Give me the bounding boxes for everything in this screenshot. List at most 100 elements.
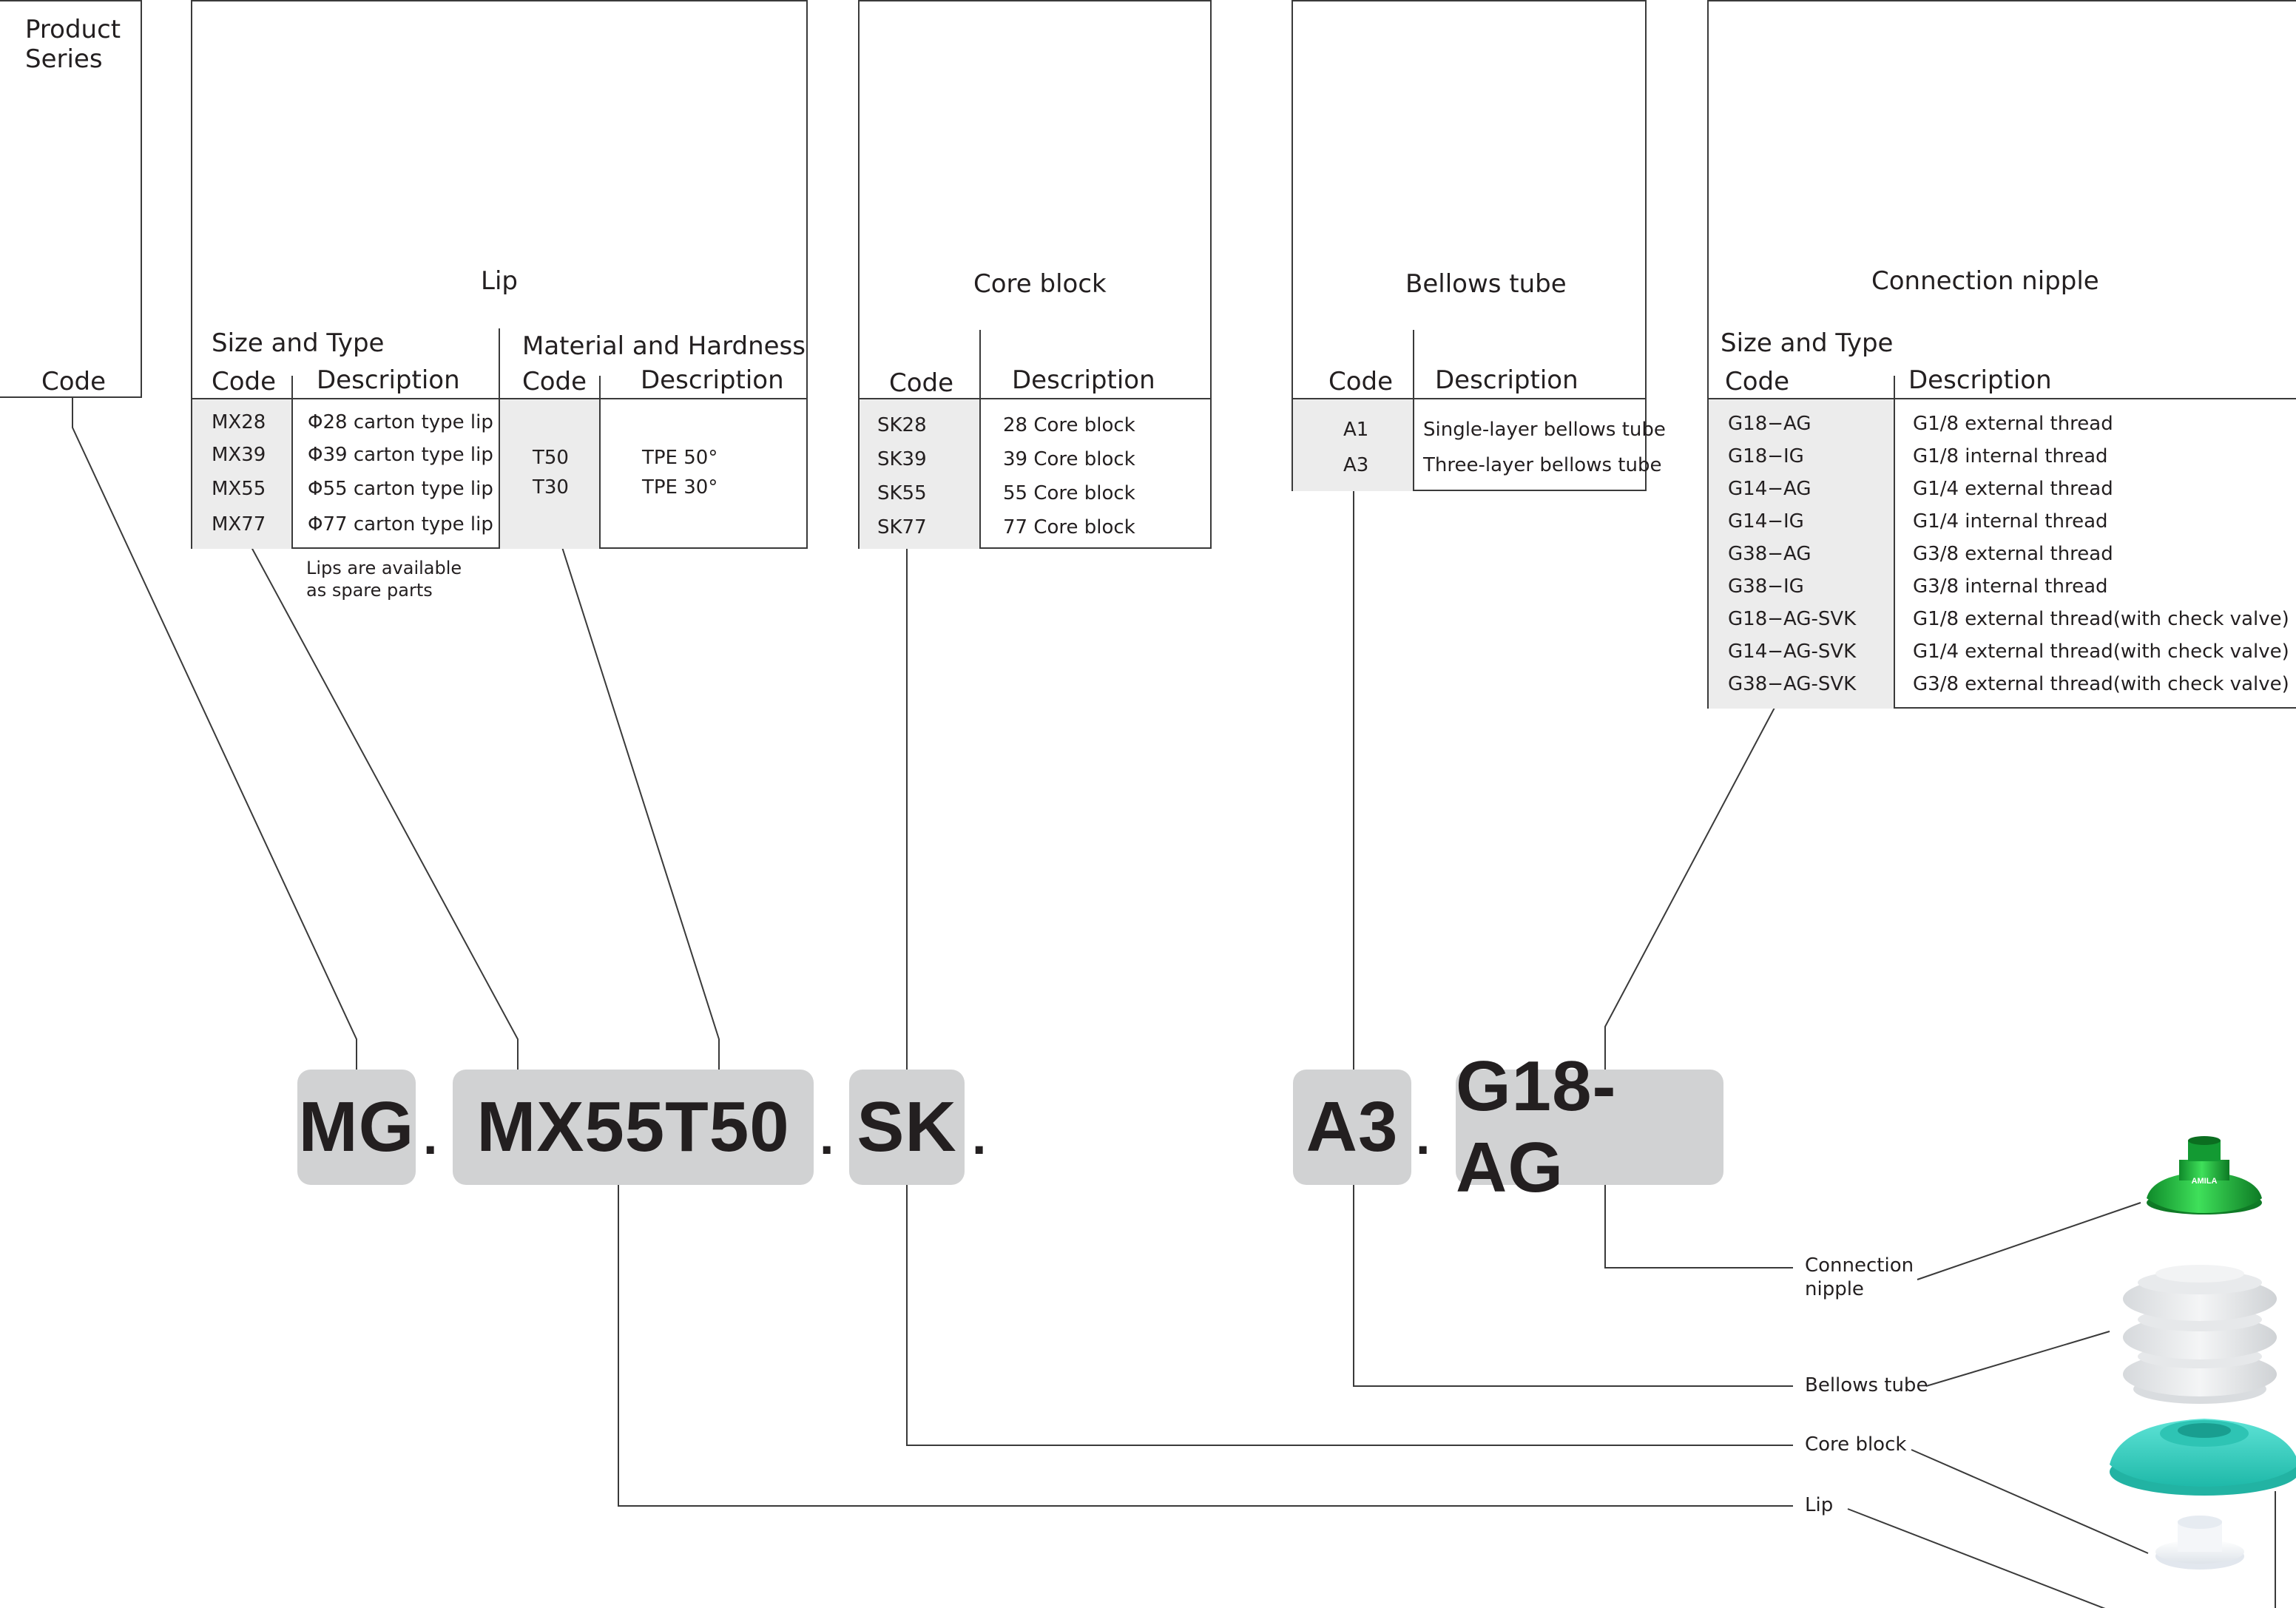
lip-header-divider-2 bbox=[599, 376, 601, 399]
core-block-code-divider bbox=[979, 399, 981, 549]
leader-core bbox=[1911, 1449, 2149, 1554]
assembly-label-bellows: Bellows tube bbox=[1805, 1374, 1928, 1396]
core-block-code-column bbox=[860, 399, 979, 549]
lip-table-rule bbox=[192, 398, 806, 399]
code-separator: . bbox=[423, 1107, 438, 1165]
leader-nipple bbox=[1917, 1202, 2141, 1280]
code-segment-nipple: G18-AG bbox=[1456, 1047, 1723, 1207]
connector-bottom-core bbox=[906, 1185, 1793, 1446]
connection-nipple-header-divider bbox=[1894, 376, 1895, 399]
connection-nipple-desc: G3/8 external thread bbox=[1913, 543, 2113, 565]
connection-nipple-code: G14−AG bbox=[1728, 478, 1812, 500]
bellows-tube-desc: Single-layer bellows tube bbox=[1423, 419, 1666, 441]
assembly-label-lip: Lip bbox=[1805, 1494, 1834, 1516]
bellows-tube-table-rule bbox=[1293, 398, 1645, 399]
lip-note-line1: Lips are available bbox=[306, 558, 462, 578]
code-separator: . bbox=[1416, 1107, 1431, 1165]
lip-material-code-column bbox=[500, 399, 599, 549]
bellows-tube-description-label: Description bbox=[1435, 365, 1578, 395]
core-block-desc: 39 Core block bbox=[1003, 448, 1135, 470]
connection-nipple-code: G38−AG-SVK bbox=[1728, 673, 1857, 695]
connector-lines bbox=[72, 397, 2276, 1608]
lip-size-desc: Φ55 carton type lip bbox=[308, 478, 493, 500]
code-segment-bellows: A3 bbox=[1293, 1070, 1411, 1185]
lip-code-divider-1 bbox=[291, 399, 293, 549]
assembly-label-nipple-line2: nipple bbox=[1805, 1278, 1864, 1300]
assembled-core-block bbox=[2155, 1516, 2244, 1570]
lip-size-code-column bbox=[192, 399, 291, 549]
lip-size-desc: Φ77 carton type lip bbox=[308, 513, 493, 536]
core-block-description-label: Description bbox=[1012, 365, 1155, 395]
bellows-tube-title: Bellows tube bbox=[1405, 269, 1567, 299]
lip-code-divider-2 bbox=[599, 399, 601, 549]
connector-lip-material bbox=[561, 547, 720, 1070]
connection-nipple-description-label: Description bbox=[1908, 365, 2052, 395]
lip-header-divider-1 bbox=[291, 376, 293, 399]
connection-nipple-title: Connection nipple bbox=[1871, 266, 2099, 296]
connection-nipple-desc: G3/8 internal thread bbox=[1913, 575, 2108, 598]
bellows-tube-code-divider bbox=[1413, 399, 1414, 491]
core-block-title: Core block bbox=[973, 269, 1107, 299]
lip-size-description-label: Description bbox=[317, 365, 460, 395]
lip-material-heading: Material and Hardness bbox=[522, 331, 806, 361]
connection-nipple-code: G38−AG bbox=[1728, 543, 1812, 565]
core-block-box: Core block Code Description SK28 28 Core… bbox=[858, 0, 1212, 549]
connection-nipple-desc: G3/8 external thread(with check valve) bbox=[1913, 673, 2289, 695]
bellows-tube-code: A3 bbox=[1343, 454, 1369, 476]
connection-nipple-desc: G1/8 external thread(with check valve) bbox=[1913, 608, 2289, 630]
product-series-title-line2: Series bbox=[25, 44, 103, 74]
assembled-bellows bbox=[2123, 1265, 2277, 1404]
lip-material-desc: TPE 50° bbox=[642, 447, 718, 469]
connection-nipple-desc: G1/8 internal thread bbox=[1913, 445, 2108, 467]
core-block-code: SK77 bbox=[877, 516, 927, 538]
lip-section-divider bbox=[499, 328, 500, 549]
lip-size-code-label: Code bbox=[212, 367, 277, 396]
connection-nipple-code-divider bbox=[1894, 399, 1895, 709]
connector-series bbox=[72, 397, 357, 1070]
lip-size-code: MX28 bbox=[212, 411, 266, 433]
connection-nipple-desc: G1/4 external thread(with check valve) bbox=[1913, 641, 2289, 663]
core-block-code: SK28 bbox=[877, 414, 927, 436]
connection-nipple-code: G18−AG bbox=[1728, 413, 1812, 435]
assembled-nipple-brand-mark: AMILA bbox=[2192, 1177, 2218, 1186]
assembly-label-core: Core block bbox=[1805, 1433, 1907, 1456]
product-series-title-line1: Product bbox=[25, 15, 121, 44]
connection-nipple-code: G14−AG-SVK bbox=[1728, 641, 1857, 663]
assembled-suction-cup: AMILA bbox=[2110, 1136, 2296, 1570]
bellows-tube-code: A1 bbox=[1343, 419, 1369, 441]
lip-box: Lip Size and Type Material and Hardness … bbox=[191, 0, 808, 549]
bellows-tube-code-label: Code bbox=[1328, 367, 1394, 396]
core-block-code: SK55 bbox=[877, 482, 927, 504]
lip-note-line2: as spare parts bbox=[306, 580, 433, 601]
core-block-desc: 28 Core block bbox=[1003, 414, 1135, 436]
assembled-nipple bbox=[2147, 1136, 2262, 1215]
lip-title: Lip bbox=[481, 266, 518, 296]
lip-size-code: MX77 bbox=[212, 513, 266, 536]
core-block-code-label: Code bbox=[889, 368, 954, 398]
connector-bottom-lip bbox=[618, 1185, 1793, 1507]
lip-size-desc: Φ28 carton type lip bbox=[308, 411, 493, 433]
connection-nipple-desc: G1/4 internal thread bbox=[1913, 510, 2108, 533]
core-block-desc: 77 Core block bbox=[1003, 516, 1135, 538]
connection-nipple-code: G14−IG bbox=[1728, 510, 1804, 533]
connection-nipple-code: G38−IG bbox=[1728, 575, 1804, 598]
product-series-code-label: Code bbox=[41, 367, 107, 396]
connector-nipple bbox=[1604, 706, 1776, 1070]
leader-lip bbox=[1847, 1491, 2276, 1608]
lip-size-desc: Φ39 carton type lip bbox=[308, 444, 493, 466]
product-series-box: Product Series Code bbox=[0, 0, 142, 398]
lip-material-description-label: Description bbox=[641, 365, 784, 395]
connection-nipple-desc: G1/8 external thread bbox=[1913, 413, 2113, 435]
bellows-tube-box: Bellows tube Code Description A1 Single-… bbox=[1292, 0, 1666, 491]
lip-material-code: T50 bbox=[533, 447, 569, 469]
connection-nipple-code: G18−IG bbox=[1728, 445, 1804, 467]
lip-size-type-heading: Size and Type bbox=[212, 328, 385, 358]
connection-nipple-table-rule bbox=[1709, 398, 2296, 399]
leader-bellows bbox=[1925, 1331, 2110, 1387]
assembled-lip bbox=[2110, 1419, 2296, 1496]
connection-nipple-code-column bbox=[1709, 399, 1894, 709]
code-separator: . bbox=[972, 1107, 987, 1165]
connector-bottom-bellows bbox=[1353, 1185, 1793, 1387]
lip-size-code: MX55 bbox=[212, 478, 266, 500]
connection-nipple-size-type-heading: Size and Type bbox=[1721, 328, 1894, 358]
